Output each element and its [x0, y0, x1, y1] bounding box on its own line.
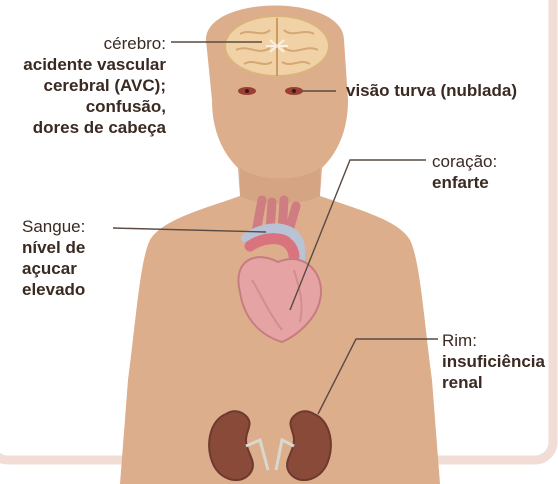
kidney-effect-line: renal — [442, 372, 545, 393]
heart-organ-text: coração: — [432, 151, 497, 172]
kidney-effect-line: insuficiência — [442, 351, 545, 372]
brain-label: cérebro: acidente vascular cerebral (AVC… — [4, 33, 166, 138]
kidney-organ-text: Rim: — [442, 330, 545, 351]
heart-label: coração: enfarte — [432, 151, 497, 193]
blood-effect-line: nível de — [22, 237, 85, 258]
brain-effect-line: dores de cabeça — [4, 117, 166, 138]
brain-icon — [225, 16, 329, 76]
blood-effect-line: elevado — [22, 279, 85, 300]
blood-label: Sangue: nível de açucar elevado — [22, 216, 85, 300]
blood-organ-text: Sangue: — [22, 216, 85, 237]
eye-effect-text: visão turva (nublada) — [346, 81, 517, 100]
brain-effect-line: cerebral (AVC); — [4, 75, 166, 96]
blood-effect-line: açucar — [22, 258, 85, 279]
eye-label: visão turva (nublada) — [346, 80, 517, 101]
kidney-label: Rim: insuficiência renal — [442, 330, 545, 393]
brain-effect-line: acidente vascular — [4, 54, 166, 75]
brain-effect-line: confusão, — [4, 96, 166, 117]
brain-organ-text: cérebro: — [4, 33, 166, 54]
heart-effect-text: enfarte — [432, 172, 497, 193]
